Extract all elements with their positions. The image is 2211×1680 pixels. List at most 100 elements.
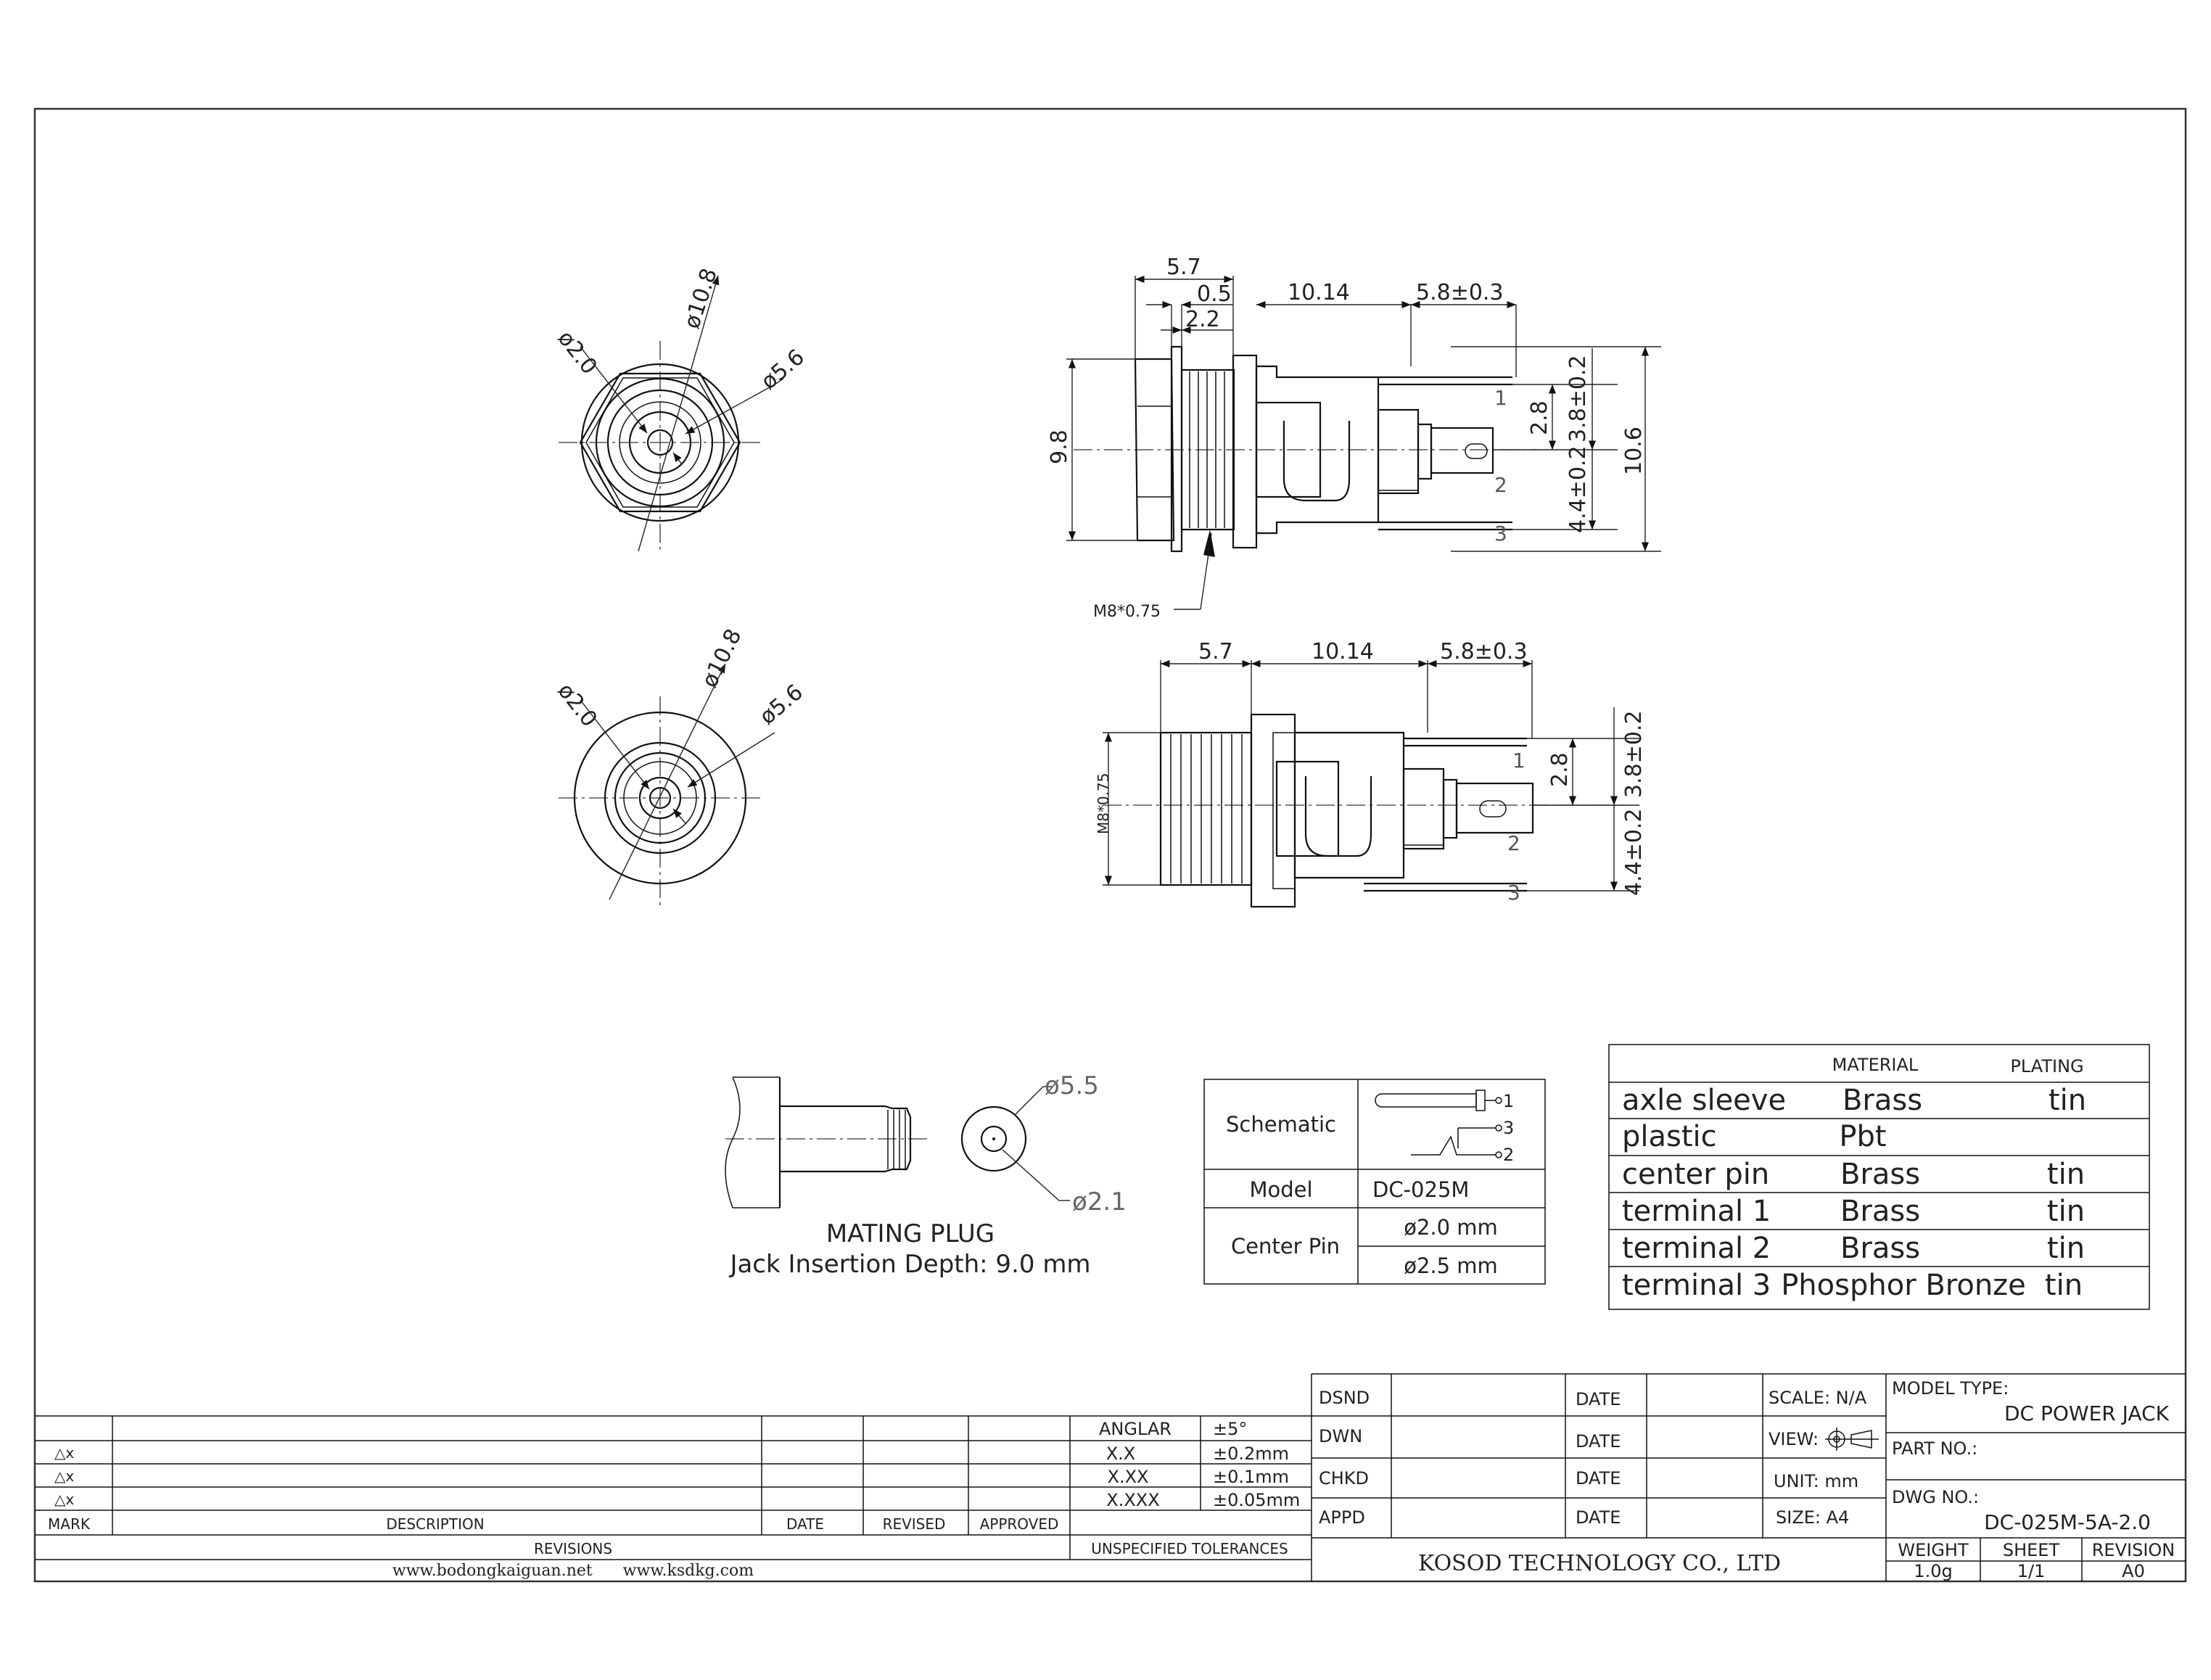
material-row-material: Brass: [1840, 1232, 1920, 1265]
tolerance-value: ±0.2mm: [1213, 1444, 1289, 1464]
side-top-dim-5-8: 5.8±0.3: [1416, 280, 1504, 305]
material-header: MATERIAL: [1832, 1055, 1919, 1075]
side-top-thread-label: M8*0.75: [1093, 603, 1161, 621]
side-view-bottom: 1 2 3 5.7 10.14 5.8±0.3 M8*0.75 2.8 3.8±…: [1095, 639, 1647, 908]
title-block: DSND DWN CHKD APPD DATE DATE DATE DATE S…: [1312, 1373, 2186, 1581]
company-name: KOSOD TECHNOLOGY CO., LTD: [1418, 1551, 1781, 1576]
size-label: SIZE: A4: [1776, 1507, 1849, 1528]
tolerance-label: X.XX: [1108, 1467, 1149, 1487]
projection-icon: [1825, 1428, 1879, 1451]
side-top-dim-5-7: 5.7: [1166, 255, 1201, 280]
revision-header-date: DATE: [786, 1515, 824, 1533]
scale-label: SCALE: N/A: [1769, 1388, 1867, 1408]
weight-value: 1.0g: [1914, 1561, 1952, 1581]
view-label: VIEW:: [1769, 1429, 1819, 1449]
revision-header-approved: APPROVED: [980, 1515, 1059, 1533]
schematic-symbol: [1375, 1093, 1477, 1108]
side-top-dim-9-8: 9.8: [1047, 429, 1072, 464]
side-top-pin-2: 2: [1494, 473, 1507, 497]
schematic-pin-1: 1: [1503, 1091, 1514, 1111]
side-view-top: 1 2 3 5.7 0.5 2.2 10.14 5.8±0.3 9.8 10.6: [1047, 255, 1661, 621]
tolerance-value: ±0.05mm: [1213, 1490, 1300, 1510]
side-bottom-dim-3-8: 3.8±0.2: [1621, 710, 1647, 798]
revision-header-mark: MARK: [48, 1515, 91, 1533]
material-row-plating: tin: [2049, 1084, 2086, 1117]
tolerance-label: X.XXX: [1106, 1490, 1159, 1510]
side-bottom-pin-3: 3: [1507, 881, 1520, 905]
chkd-label: CHKD: [1319, 1468, 1369, 1488]
plug-inner-dia: ø2.1: [1072, 1187, 1127, 1216]
schematic-pin-2: 2: [1503, 1145, 1514, 1165]
model-value: DC-025M: [1372, 1177, 1469, 1202]
dwg-no-label: DWG NO.:: [1892, 1487, 1979, 1507]
side-top-dim-4-4: 4.4±0.2: [1565, 445, 1591, 533]
plug-subtitle: Jack Insertion Depth: 9.0 mm: [728, 1250, 1090, 1279]
front-bottom-dia-5-6: ø5.6: [755, 680, 808, 730]
side-bottom-pin-2: 2: [1507, 831, 1520, 855]
material-row-part: plastic: [1622, 1120, 1717, 1153]
dwg-no-value: DC-025M-5A-2.0: [1984, 1510, 2151, 1534]
side-top-pin-1: 1: [1494, 386, 1507, 410]
revision-mark: △x: [54, 1444, 74, 1462]
revisions-block: △x △x △x MARK DESCRIPTION DATE REVISED A…: [35, 1374, 1312, 1581]
mating-plug: ø5.5 ø2.1 MATING PLUG Jack Insertion Dep…: [725, 1071, 1127, 1279]
material-row-part: terminal 3: [1622, 1269, 1771, 1302]
part-no-label: PART NO.:: [1892, 1438, 1977, 1459]
tolerance-value: ±5°: [1213, 1419, 1247, 1439]
side-bottom-dim-5-7: 5.7: [1198, 639, 1233, 664]
appd-date-label: DATE: [1576, 1507, 1621, 1528]
side-top-dim-2-2: 2.2: [1185, 307, 1220, 332]
tolerances-footer: UNSPECIFIED TOLERANCES: [1091, 1540, 1288, 1557]
center-pin-label: Center Pin: [1231, 1234, 1340, 1259]
tolerance-label: ANGLAR: [1099, 1419, 1172, 1439]
revision-mark: △x: [54, 1491, 74, 1508]
material-row-part: axle sleeve: [1622, 1084, 1786, 1117]
side-top-dim-0-5: 0.5: [1197, 281, 1232, 307]
material-row-material: Brass: [1840, 1195, 1920, 1228]
side-bottom-dim-4-4: 4.4±0.2: [1621, 808, 1647, 896]
material-row-plating: tin: [2047, 1232, 2085, 1265]
sheet-value: 1/1: [2017, 1561, 2046, 1581]
plug-knurl: [887, 1110, 906, 1169]
material-row-part: center pin: [1622, 1158, 1769, 1191]
chkd-date-label: DATE: [1576, 1468, 1621, 1488]
revision-value: A0: [2122, 1561, 2145, 1581]
side-bottom-dim-2-8: 2.8: [1547, 752, 1573, 787]
model-type-value: DC POWER JACK: [2004, 1401, 2170, 1425]
dsnd-date-label: DATE: [1576, 1389, 1621, 1409]
center-pin-value-2: ø2.5 mm: [1404, 1253, 1498, 1278]
materials-table: MATERIAL PLATING axle sleeve Brass tin p…: [1608, 1044, 2150, 1310]
material-row-part: terminal 2: [1622, 1232, 1771, 1265]
material-row-material: Brass: [1840, 1158, 1920, 1191]
material-row-plating: tin: [2047, 1158, 2085, 1191]
side-bottom-pin-1: 1: [1512, 749, 1526, 773]
front-view-bottom: ø10.8 ø2.0 ø5.6: [553, 625, 808, 907]
material-row-plating: tin: [2047, 1195, 2085, 1228]
tolerance-label: X.X: [1106, 1444, 1136, 1464]
side-bottom-dim-5-8: 5.8±0.3: [1440, 639, 1528, 664]
dwn-date-label: DATE: [1576, 1431, 1621, 1452]
thread-lines-bottom: [1170, 734, 1243, 884]
sheet-label: SHEET: [2003, 1540, 2060, 1560]
tolerance-value: ±0.1mm: [1213, 1467, 1289, 1487]
front-top-dia-2-0: ø2.0: [553, 326, 602, 379]
side-top-dim-3-8: 3.8±0.2: [1565, 355, 1591, 442]
plug-outer-dia: ø5.5: [1045, 1071, 1099, 1100]
material-row-plating: tin: [2045, 1269, 2083, 1302]
front-bottom-dia-2-0: ø2.0: [553, 678, 602, 732]
side-top-pin-3: 3: [1494, 522, 1507, 545]
model-type-label: MODEL TYPE:: [1892, 1378, 2009, 1399]
front-bottom-dia-10-8: ø10.8: [697, 625, 747, 692]
front-top-dia-5-6: ø5.6: [757, 345, 810, 395]
revision-mark: △x: [54, 1467, 74, 1485]
spec-table: Schematic 1 3 2 Model DC-025M Center Pin…: [1203, 1079, 1546, 1285]
front-top-dia-10-8: ø10.8: [679, 265, 722, 332]
side-bottom-thread-label: M8*0.75: [1095, 773, 1112, 834]
material-row-material: Phosphor Bronze: [1781, 1269, 2026, 1302]
side-top-dim-10-6: 10.6: [1621, 427, 1647, 475]
center-pin-value-1: ø2.0 mm: [1404, 1215, 1498, 1240]
dsnd-label: DSND: [1319, 1388, 1370, 1408]
material-row-material: Pbt: [1839, 1120, 1886, 1153]
company-websites: www.bodongkaiguan.net www.ksdkg.com: [392, 1562, 754, 1580]
